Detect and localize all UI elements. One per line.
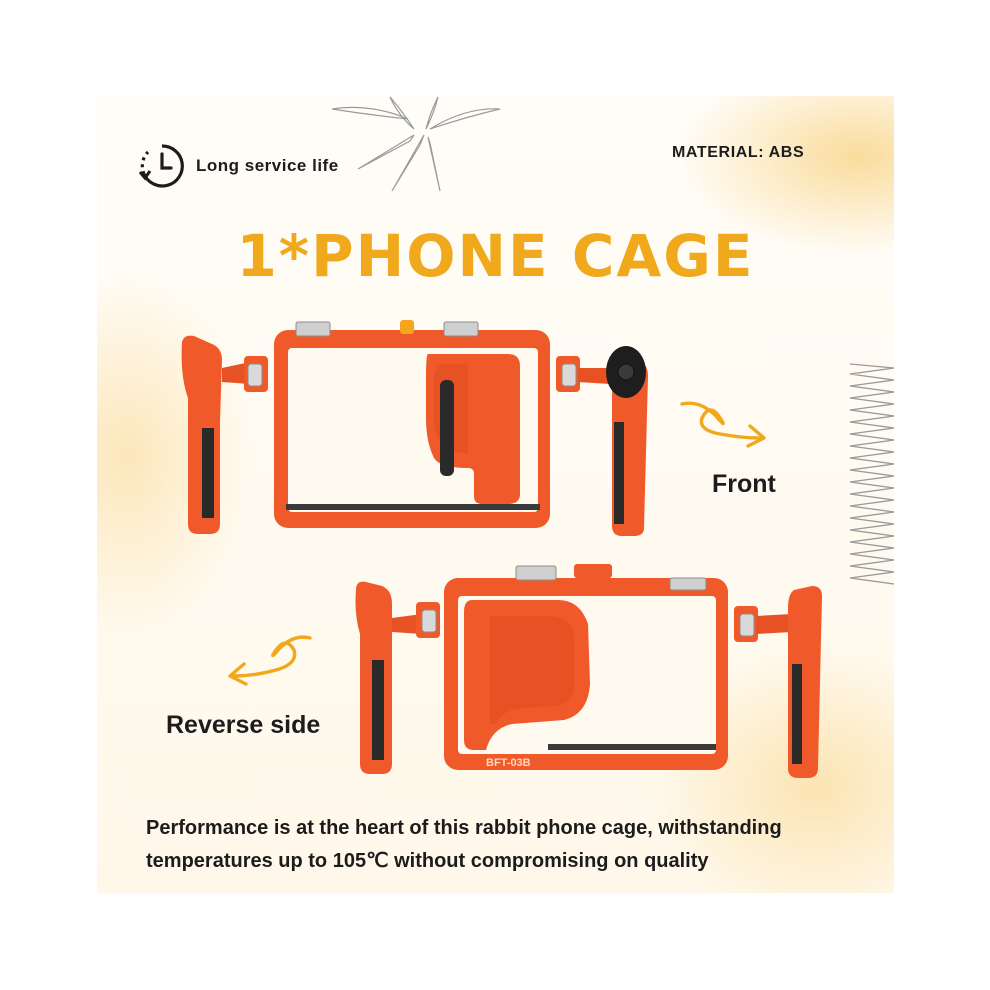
feature-long-service: Long service life: [138, 140, 368, 192]
right-grip: [556, 346, 648, 536]
reverse-frame: BFT-03B: [444, 564, 728, 770]
cage-reverse-image: BFT-03B: [355, 564, 822, 778]
clock-cycle-icon: [138, 144, 184, 188]
reverse-label: Reverse side: [166, 711, 321, 739]
cage-front-image: [181, 320, 648, 536]
reverse-right-grip: [734, 586, 822, 778]
reverse-swirl-arrow: [228, 635, 312, 686]
left-grip: [181, 335, 268, 534]
feature-label: Long service life: [196, 156, 339, 175]
front-label: Front: [712, 470, 776, 498]
product-caption: Performance is at the heart of this rabb…: [146, 817, 782, 872]
zigzag-decoration: [849, 363, 895, 585]
front-frame: [274, 320, 550, 528]
material-label: MATERIAL: ABS: [672, 144, 805, 161]
sunburst-decoration: [331, 96, 501, 192]
reverse-left-grip: [355, 581, 440, 774]
front-swirl-arrow: [680, 401, 766, 448]
model-marking: BFT-03B: [486, 757, 531, 769]
page-title: 1*PHONE CAGE: [236, 222, 755, 290]
